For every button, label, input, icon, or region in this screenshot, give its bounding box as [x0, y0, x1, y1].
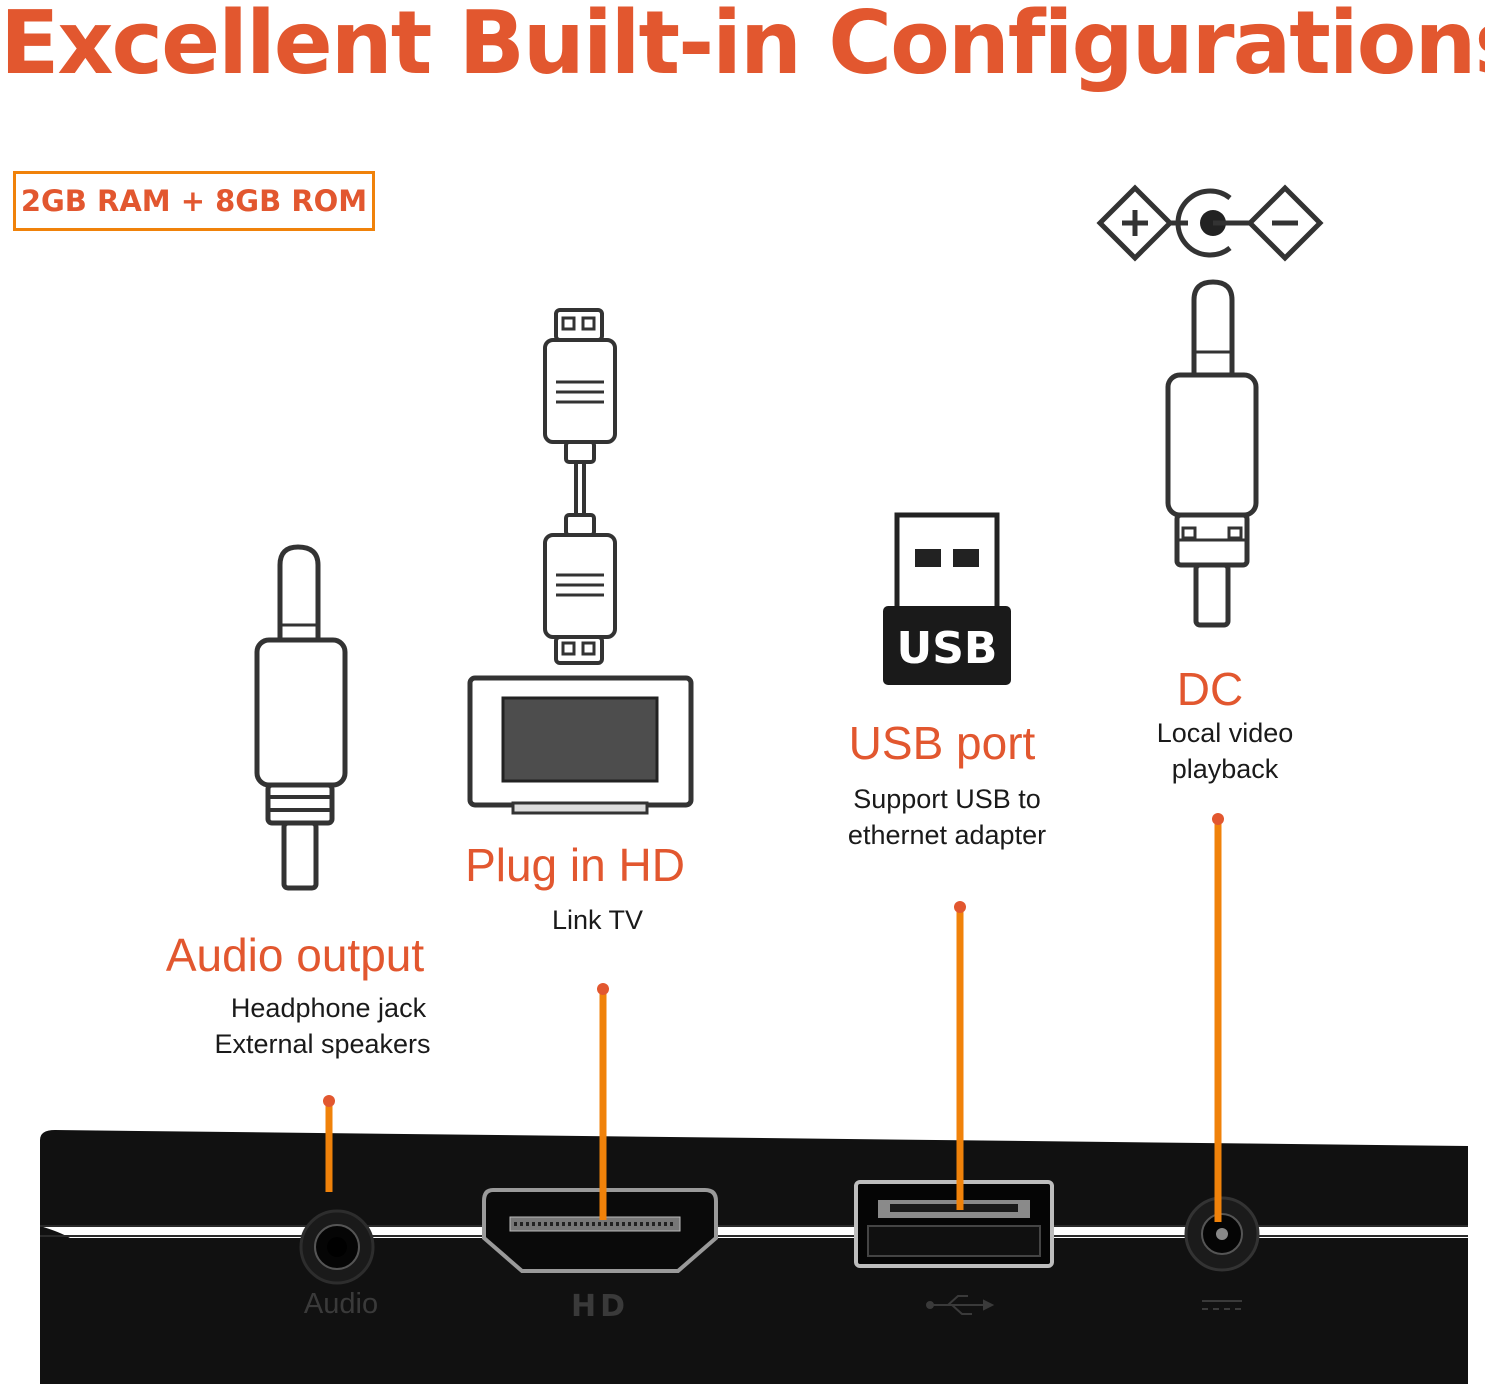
usb-desc-line-1: Support USB to — [853, 784, 1041, 814]
hd-port — [482, 1188, 718, 1273]
hd-cable-tv-icon — [467, 308, 694, 815]
audio-desc-line-1: Headphone jack — [230, 993, 427, 1023]
dc-barrel-plug-icon — [1096, 184, 1324, 628]
hd-desc-line-1: Link TV — [551, 905, 644, 935]
dc-label: DC — [1176, 663, 1244, 715]
hd-leader-dot — [597, 983, 609, 995]
audio-desc-line-2: External speakers — [214, 1029, 431, 1059]
leader-lines — [323, 813, 1224, 1222]
dc-desc-line-2: playback — [1171, 754, 1279, 784]
audio-output-description: Headphone jack External speakers — [180, 990, 465, 1062]
audio-jack-plug-icon — [254, 544, 348, 891]
usb-desc-line-2: ethernet adapter — [847, 820, 1047, 850]
dc-symbol-icon — [1202, 1300, 1242, 1310]
audio-leader-dot — [323, 1095, 335, 1107]
usb-icon-text: USB — [897, 623, 998, 674]
hd-port-text: HD — [571, 1289, 629, 1324]
audio-output-label: Audio output — [165, 929, 425, 981]
usb-dongle-icon: USB — [883, 512, 1011, 685]
usb-leader-dot — [954, 901, 966, 913]
audio-port-text: Audio — [304, 1288, 378, 1320]
audio-port — [299, 1209, 375, 1285]
usb-port — [854, 1180, 1054, 1268]
dc-port — [1184, 1196, 1260, 1272]
plug-in-hd-label: Plug in HD — [465, 839, 685, 891]
usb-port-description: Support USB to ethernet adapter — [822, 781, 1072, 853]
dc-leader-dot — [1212, 813, 1224, 825]
plug-in-hd-description: Link TV — [500, 902, 695, 938]
dc-desc-line-1: Local video — [1156, 718, 1294, 748]
usb-symbol-icon — [926, 1295, 995, 1315]
tv-box-device: Audio HD — [40, 1130, 1468, 1384]
page-title: Excellent Built-in Configurations — [0, 0, 1485, 94]
usb-port-label: USB port — [848, 717, 1036, 769]
memory-badge: 2GB RAM + 8GB ROM — [13, 171, 375, 231]
dc-description: Local video playback — [1120, 715, 1330, 787]
